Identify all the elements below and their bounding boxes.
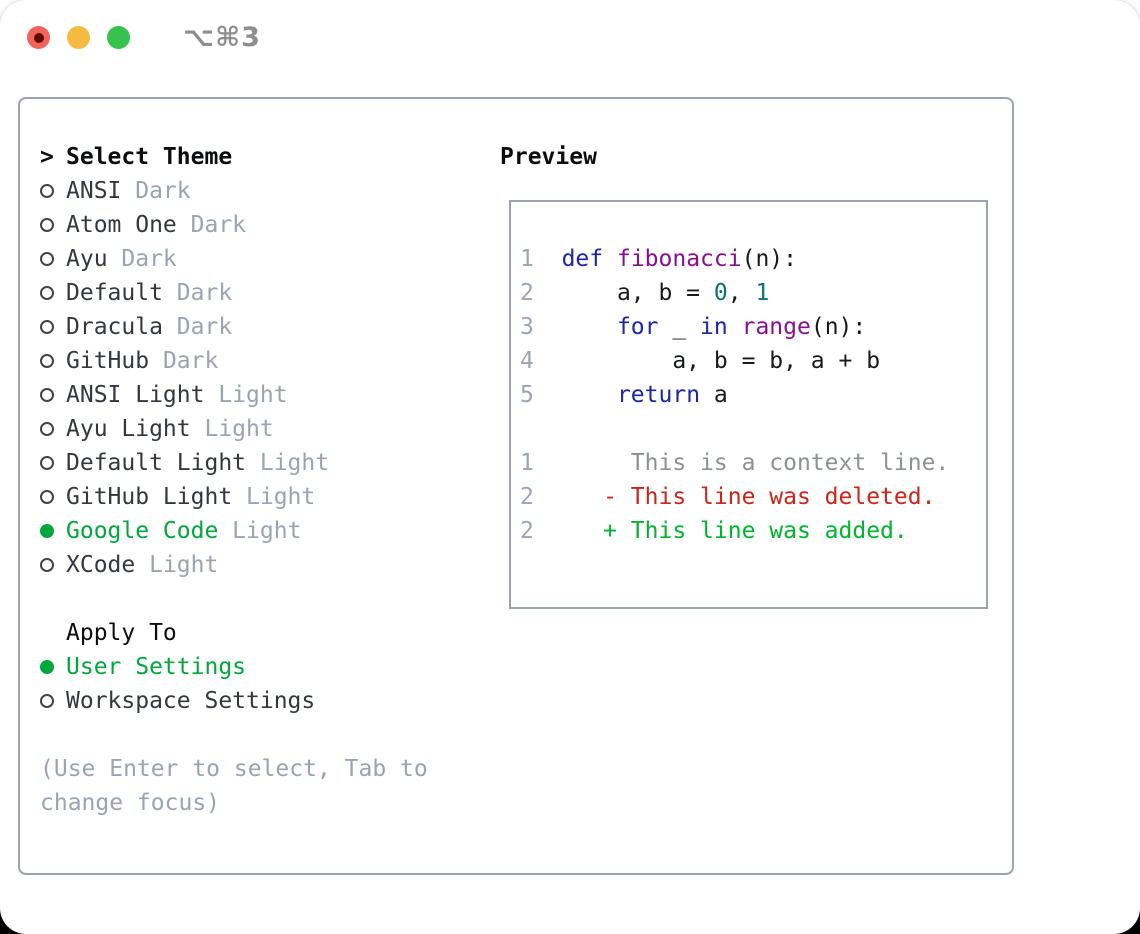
radio-icon <box>40 354 66 368</box>
theme-option-default-light[interactable]: Default Light Light <box>40 446 490 480</box>
window-title: ⌥⌘3 <box>183 22 261 53</box>
hint-line-2: change focus) <box>40 790 221 816</box>
select-theme-header: > Select Theme <box>40 140 490 174</box>
maximize-button[interactable] <box>107 26 130 49</box>
theme-option-label: Dracula Dark <box>66 314 233 340</box>
preview-line: 4 a, b = b, a + b <box>520 348 881 374</box>
radio-selected-icon <box>40 660 66 674</box>
cursor-icon: > <box>40 144 54 170</box>
preview-header: Preview <box>500 140 597 174</box>
close-button[interactable] <box>27 26 50 49</box>
preview-line: 3 for _ in range(n): <box>520 314 867 340</box>
theme-option-label: XCode Light <box>66 552 219 578</box>
theme-option-ayu[interactable]: Ayu Dark <box>40 242 490 276</box>
preview-line <box>520 412 949 446</box>
theme-option-xcode[interactable]: XCode Light <box>40 548 490 582</box>
theme-option-github[interactable]: GitHub Dark <box>40 344 490 378</box>
titlebar: ⌥⌘3 <box>27 22 261 53</box>
close-dot-icon <box>33 32 44 43</box>
radio-selected-icon <box>40 524 66 538</box>
theme-option-label: Ayu Dark <box>66 246 177 272</box>
spacer <box>40 582 490 616</box>
theme-option-label: GitHub Dark <box>66 348 219 374</box>
theme-option-dracula[interactable]: Dracula Dark <box>40 310 490 344</box>
theme-option-ansi-light[interactable]: ANSI Light Light <box>40 378 490 412</box>
theme-option-label: Ayu Light Light <box>66 416 274 442</box>
theme-option-label: Atom One Dark <box>66 212 247 238</box>
radio-icon <box>40 490 66 504</box>
preview-line: 1 def fibonacci(n): <box>520 246 797 272</box>
spacer <box>40 718 490 752</box>
preview-box: 1 def fibonacci(n): 2 a, b = 0, 1 3 for _ … <box>509 200 988 609</box>
radio-icon <box>40 456 66 470</box>
theme-option-label: Google Code Light <box>66 518 302 544</box>
theme-option-ansi[interactable]: ANSI Dark <box>40 174 490 208</box>
radio-icon <box>40 320 66 334</box>
theme-option-label: GitHub Light Light <box>66 484 316 510</box>
theme-option-ayu-light[interactable]: Ayu Light Light <box>40 412 490 446</box>
radio-icon <box>40 388 66 402</box>
preview-line: 2 - This line was deleted. <box>520 484 936 510</box>
radio-icon <box>40 252 66 266</box>
radio-icon <box>40 218 66 232</box>
theme-option-default[interactable]: Default Dark <box>40 276 490 310</box>
radio-icon <box>40 286 66 300</box>
preview-line: 5 return a <box>520 382 728 408</box>
theme-option-label: ANSI Light Light <box>66 382 288 408</box>
apply-option-label: User Settings <box>66 654 247 680</box>
radio-icon <box>40 694 66 708</box>
preview-code: 1 def fibonacci(n): 2 a, b = 0, 1 3 for _ … <box>520 242 949 548</box>
theme-option-label: Default Dark <box>66 280 233 306</box>
preview-line: 1 This is a context line. <box>520 450 950 476</box>
apply-to-header: Apply To <box>40 616 490 650</box>
radio-icon <box>40 184 66 198</box>
radio-icon <box>40 558 66 572</box>
theme-option-atom-one[interactable]: Atom One Dark <box>40 208 490 242</box>
theme-option-github-light[interactable]: GitHub Light Light <box>40 480 490 514</box>
theme-option-label: Default Light Light <box>66 450 330 476</box>
radio-icon <box>40 422 66 436</box>
minimize-button[interactable] <box>67 26 90 49</box>
apply-option-workspace-settings[interactable]: Workspace Settings <box>40 684 490 718</box>
hint-line-1: (Use Enter to select, Tab to <box>40 756 428 782</box>
preview-line: 2 a, b = 0, 1 <box>520 280 770 306</box>
apply-option-label: Workspace Settings <box>66 688 316 714</box>
apply-to-title: Apply To <box>66 620 177 646</box>
preview-title: Preview <box>500 144 597 170</box>
theme-option-google-code[interactable]: Google Code Light <box>40 514 490 548</box>
select-theme-title: Select Theme <box>66 144 233 170</box>
theme-option-label: ANSI Dark <box>66 178 191 204</box>
preview-line: 2 + This line was added. <box>520 518 908 544</box>
apply-option-user-settings[interactable]: User Settings <box>40 650 490 684</box>
